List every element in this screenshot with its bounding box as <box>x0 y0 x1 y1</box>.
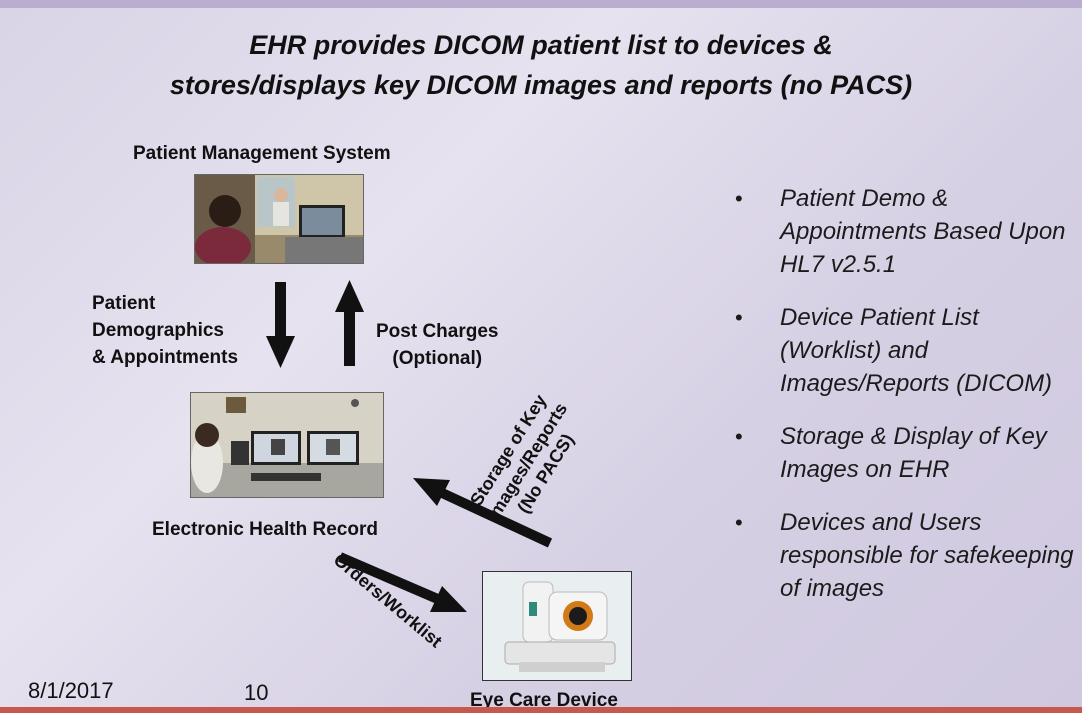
bullet-text: Devices and Users responsible for safeke… <box>780 509 1074 602</box>
bullet-item: • Patient Demo & Appointments Based Upon … <box>735 182 1080 281</box>
bullet-item: • Devices and Users responsible for safek… <box>735 506 1080 605</box>
bullet-text: Storage & Display of Key Images on EHR <box>780 423 1047 483</box>
bullet-dot-icon: • <box>735 510 743 535</box>
arrow-up-left-icon <box>413 478 553 548</box>
footer-page-number: 10 <box>244 680 269 705</box>
bottom-accent-bar <box>0 707 1082 713</box>
arrow-down-icon <box>266 282 295 368</box>
bullet-dot-icon: • <box>735 424 743 449</box>
ehr-label: Electronic Health Record <box>152 519 378 540</box>
demographics-label-line-2: Demographics <box>92 320 224 341</box>
ehr-photo <box>190 392 384 498</box>
footer-date: 8/1/2017 <box>28 678 114 703</box>
arrow-up-icon <box>335 280 364 366</box>
pms-label: Patient Management System <box>133 143 391 164</box>
slide-title-line-1: EHR provides DICOM patient list to devic… <box>249 30 833 60</box>
post-charges-label: Post Charges (Optional) <box>376 318 498 372</box>
top-accent-bar <box>0 0 1082 8</box>
arrow-down-right-icon <box>338 552 467 612</box>
bullet-text: Device Patient List (Worklist) and Image… <box>780 304 1053 397</box>
bullet-item: • Device Patient List (Worklist) and Imag… <box>735 301 1080 400</box>
post-charges-label-line-1: Post Charges <box>376 321 499 342</box>
bullet-list: • Patient Demo & Appointments Based Upon … <box>735 182 1080 625</box>
bullet-text: Patient Demo & Appointments Based Upon H… <box>780 185 1066 278</box>
bullet-item: • Storage & Display of Key Images on EHR <box>735 420 1080 486</box>
pms-photo <box>194 174 364 264</box>
demographics-label-line-3: & Appointments <box>92 347 239 368</box>
demographics-label: Patient Demographics & Appointments <box>92 290 238 371</box>
bullet-dot-icon: • <box>735 186 743 211</box>
device-label: Eye Care Device <box>470 690 618 711</box>
demographics-label-line-1: Patient <box>92 293 156 314</box>
bullet-dot-icon: • <box>735 305 743 330</box>
post-charges-label-line-2: (Optional) <box>392 348 483 369</box>
slide-title-line-2: stores/displays key DICOM images and rep… <box>169 70 913 100</box>
eye-device-photo <box>482 571 632 681</box>
